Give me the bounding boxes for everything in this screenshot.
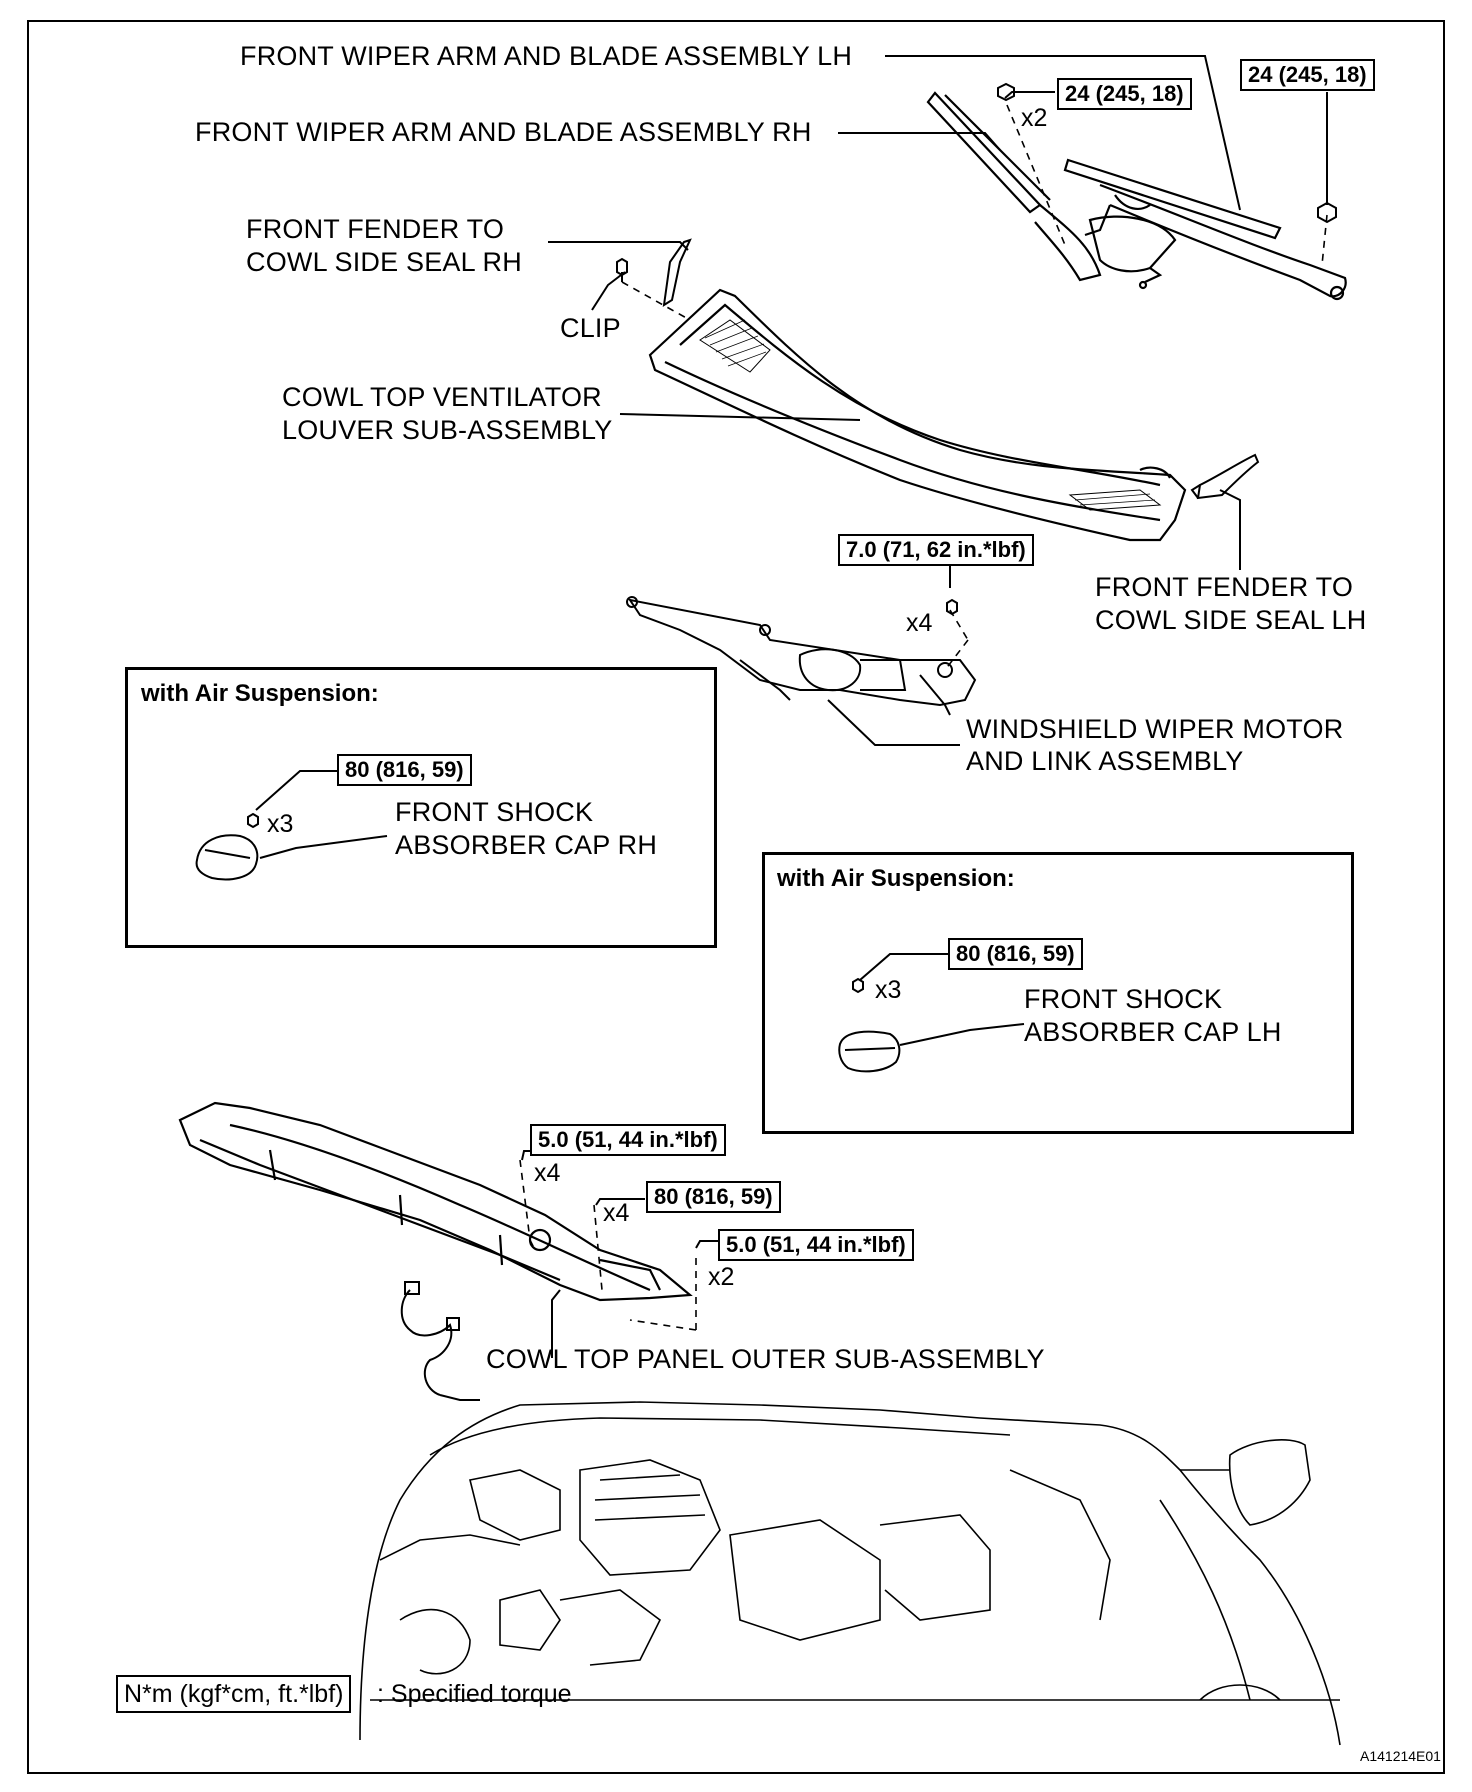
label-wiper-arm-rh: FRONT WIPER ARM AND BLADE ASSEMBLY RH xyxy=(195,117,812,147)
fender-seal-rh-part xyxy=(616,238,692,307)
label-shock-cap-lh-line2: ABSORBER CAP LH xyxy=(1024,1017,1282,1047)
inset-air-suspension-rh: with Air Suspension: xyxy=(125,667,717,948)
label-cowl-panel: COWL TOP PANEL OUTER SUB-ASSEMBLY xyxy=(486,1344,1045,1374)
torque-panel-bolt-b: 5.0 (51, 44 in.*lbf) xyxy=(718,1229,914,1261)
cowl-louver-part xyxy=(648,288,1187,542)
inset-lh-title: with Air Suspension: xyxy=(777,865,1015,892)
wiper-motor-part xyxy=(626,596,977,716)
shock-cap-lh-part xyxy=(838,977,901,1073)
shock-cap-rh-part xyxy=(195,812,259,881)
label-wiper-motor-line2: AND LINK ASSEMBLY xyxy=(966,746,1244,776)
inset-rh-title: with Air Suspension: xyxy=(141,680,379,707)
label-louver-line2: LOUVER SUB-ASSEMBLY xyxy=(282,415,613,445)
qty-shock-rh-nut: x3 xyxy=(267,810,294,838)
qty-panel-nut: x4 xyxy=(603,1199,630,1227)
wire-harness-part xyxy=(400,1281,480,1401)
label-wiper-motor-line1: WINDSHIELD WIPER MOTOR xyxy=(966,714,1344,744)
qty-wiper-motor-bolt: x4 xyxy=(906,609,933,637)
label-louver-line1: COWL TOP VENTILATOR xyxy=(282,382,602,412)
torque-panel-bolt-a: 5.0 (51, 44 in.*lbf) xyxy=(530,1124,726,1156)
cowl-panel-part xyxy=(178,1101,693,1302)
label-shock-cap-rh-line2: ABSORBER CAP RH xyxy=(395,830,658,860)
leader-lines xyxy=(255,55,1328,1358)
wiper-nut-icons xyxy=(997,82,1337,224)
legend-torque-unit: N*m (kgf*cm, ft.*lbf) xyxy=(116,1675,352,1713)
legend-torque-text: : Specified torque xyxy=(377,1680,572,1708)
inset-air-suspension-lh: with Air Suspension: xyxy=(762,852,1354,1134)
figure-code: A141214E01 xyxy=(1360,1748,1441,1764)
louver-mesh xyxy=(704,319,1156,506)
fender-seal-lh-part xyxy=(1190,453,1260,500)
torque-wiper-rh: 24 (245, 18) xyxy=(1057,78,1192,110)
qty-panel-bolt-a: x4 xyxy=(534,1159,561,1187)
label-wiper-arm-lh: FRONT WIPER ARM AND BLADE ASSEMBLY LH xyxy=(240,41,853,71)
qty-wiper-nut: x2 xyxy=(1021,104,1048,132)
torque-panel-nut: 80 (816, 59) xyxy=(646,1181,781,1213)
torque-shock-rh: 80 (816, 59) xyxy=(337,754,472,786)
qty-panel-bolt-b: x2 xyxy=(708,1263,735,1291)
label-fender-seal-rh-line1: FRONT FENDER TO xyxy=(246,214,505,244)
wiper-arm-rh xyxy=(926,91,1177,290)
wiper-arm-lh xyxy=(1063,158,1347,301)
torque-wiper-lh: 24 (245, 18) xyxy=(1240,59,1375,91)
label-fender-seal-rh-line2: COWL SIDE SEAL RH xyxy=(246,247,522,277)
torque-wiper-motor: 7.0 (71, 62 in.*lbf) xyxy=(838,534,1034,566)
label-clip: CLIP xyxy=(560,313,621,343)
qty-shock-lh-nut: x3 xyxy=(875,976,902,1004)
label-fender-seal-lh-line2: COWL SIDE SEAL LH xyxy=(1095,605,1367,635)
diagram-frame xyxy=(27,20,1445,1774)
label-shock-cap-rh-line1: FRONT SHOCK xyxy=(395,797,594,827)
torque-shock-lh: 80 (816, 59) xyxy=(948,938,1083,970)
label-shock-cap-lh-line1: FRONT SHOCK xyxy=(1024,984,1223,1014)
vehicle-engine-bay-outline xyxy=(359,1401,1341,1746)
label-fender-seal-lh-line1: FRONT FENDER TO xyxy=(1095,572,1354,602)
